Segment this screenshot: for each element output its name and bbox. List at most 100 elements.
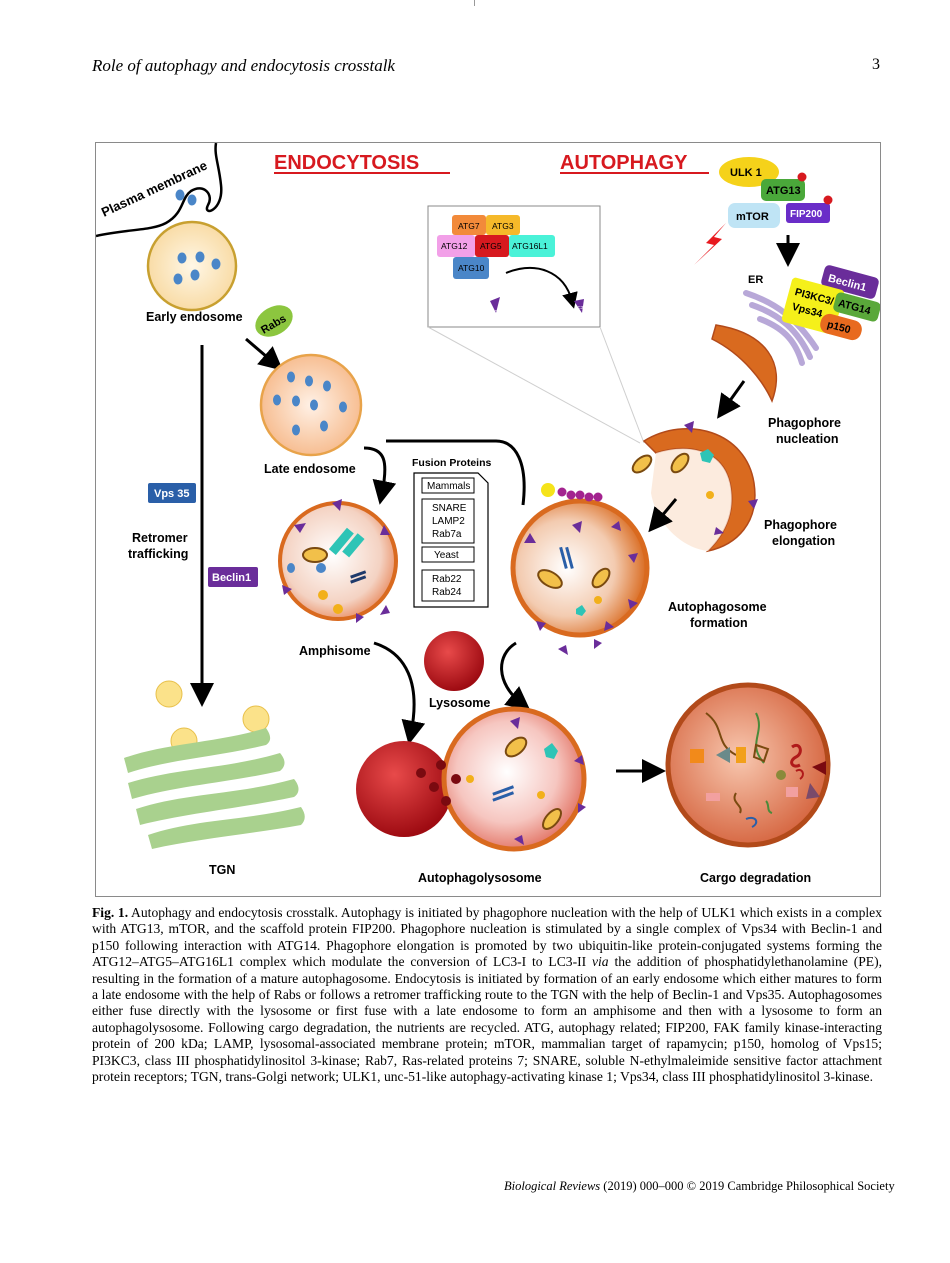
mitochondrion-icon	[302, 547, 328, 563]
cargo-protein	[700, 449, 714, 463]
caption-label: Fig. 1.	[92, 905, 129, 920]
cargo-dot	[594, 596, 602, 604]
cargo-dot	[333, 604, 343, 614]
fusion-yeast-list	[421, 569, 475, 602]
atg13-label: ATG13	[766, 185, 801, 197]
fusion-rab22: Rab22	[432, 574, 462, 585]
cargo-dot	[211, 258, 221, 270]
cargo-rod	[559, 546, 568, 569]
autophagolysosome-label: Autophagolysosome	[418, 871, 542, 885]
lc3ii-label: LC3II	[575, 305, 586, 310]
figure-diagram: ENDOCYTOSIS AUTOPHAGY Plasma membrane Ea…	[95, 142, 881, 885]
atg5-label: ATG5	[480, 241, 502, 251]
p150-box	[820, 313, 862, 341]
phagophore-crescent	[711, 324, 777, 403]
fip200-label: FIP200	[790, 209, 823, 220]
mitochondrion-icon	[537, 569, 563, 589]
lysosome	[424, 631, 484, 691]
cargo-dot	[190, 269, 200, 281]
vps35-tag	[148, 483, 196, 503]
lc3-markers	[524, 521, 638, 655]
fusion-lamp2: LAMP2	[432, 516, 465, 527]
cargo-dot	[273, 394, 281, 406]
beclin1-tag-left	[208, 567, 258, 587]
autophagosome-label-2: formation	[690, 616, 748, 630]
fusion-mammal-list	[421, 498, 475, 544]
nucleation-label-1: Phagophore	[768, 416, 841, 430]
lc3i-label: LC3I	[492, 309, 502, 314]
lc3-markers	[282, 499, 390, 623]
pe-head	[541, 483, 555, 497]
amphisome-label: Amphisome	[299, 644, 371, 658]
atg10-box	[453, 257, 489, 279]
tgn-label: TGN	[209, 863, 235, 877]
fip200-box	[786, 203, 830, 223]
cargo-rod	[492, 791, 515, 802]
cargo-dot	[310, 399, 318, 411]
cargo-dot	[466, 775, 474, 783]
atg10-label: ATG10	[458, 263, 485, 273]
autophagy-title: AUTOPHAGY	[560, 152, 688, 174]
atg16l1-label: ATG16L1	[512, 241, 548, 251]
lc3-markers	[510, 717, 586, 845]
cargo-dot	[537, 791, 545, 799]
autophagolysosome	[441, 706, 587, 852]
retromer-label-1: Retromer	[132, 531, 188, 545]
beclin1-right-box	[821, 265, 879, 299]
tgn-vesicle	[155, 680, 183, 708]
cargo-dot	[173, 273, 183, 285]
elongation-label-2: elongation	[772, 534, 835, 548]
mitochondrion-icon	[670, 452, 690, 474]
caption-text-2: the addition of phosphatidylethanolamine…	[92, 954, 883, 1085]
atg14-box	[833, 292, 881, 322]
atg12-label: ATG12	[441, 241, 468, 251]
lc3i-marker	[490, 297, 500, 313]
degraded-cargo	[690, 712, 826, 828]
vesicle-cargo	[187, 194, 197, 206]
lysosome-label: Lysosome	[429, 696, 490, 710]
hydrolase-icons	[416, 760, 461, 806]
mitochondrion-icon	[631, 454, 653, 474]
running-title: Role of autophagy and endocytosis crosst…	[92, 56, 395, 75]
mtor-label: mTOR	[736, 211, 769, 223]
lc3ii-marker	[574, 299, 584, 313]
atg7-box	[452, 215, 486, 235]
fusion-title: Fusion Proteins	[412, 457, 492, 469]
fusion-mammals: Mammals	[427, 481, 470, 492]
phagophore-lumen	[651, 448, 732, 551]
cargo-dot	[177, 252, 187, 264]
caption-text-1: Autophagy and endocytosis crosstalk. Aut…	[92, 905, 883, 970]
mtor-box	[728, 203, 780, 228]
rabs-blob	[255, 305, 293, 337]
page-number: 3	[872, 56, 880, 73]
journal-name: Biological Reviews	[504, 1179, 601, 1193]
arrow-early-to-late	[245, 337, 284, 371]
phospho-icon	[797, 172, 807, 182]
fusion-snare: SNARE	[432, 503, 467, 514]
cargo-protein	[544, 743, 558, 759]
amphisome-cargo	[350, 570, 367, 579]
early-endosome-label: Early endosome	[146, 310, 243, 324]
nucleation-label-2: nucleation	[776, 432, 839, 446]
amphisome-cargo	[350, 575, 367, 584]
phospho-icon	[823, 195, 833, 205]
cargo-dot	[706, 491, 714, 499]
atg12-box	[437, 235, 475, 257]
plasma-membrane	[95, 142, 223, 238]
fusion-mammals-box	[421, 477, 475, 494]
late-endosome-label: Late endosome	[264, 462, 356, 476]
cargo-degradation-label: Cargo degradation	[700, 871, 811, 885]
atg7-label: ATG7	[458, 221, 480, 231]
connector-autophagosome	[386, 439, 526, 506]
lc3-markers	[684, 421, 758, 535]
amphisome	[278, 501, 398, 621]
arrow-elongation	[648, 498, 678, 533]
atg3-label: ATG3	[492, 221, 514, 231]
al-lysosome-part	[356, 741, 452, 837]
early-endosome	[146, 220, 238, 312]
caption-via: via	[592, 954, 609, 970]
cargo-rod	[565, 546, 574, 569]
mitochondrion-icon	[504, 736, 528, 758]
ulk1-label: ULK 1	[730, 167, 762, 179]
autophagosome	[510, 498, 650, 638]
